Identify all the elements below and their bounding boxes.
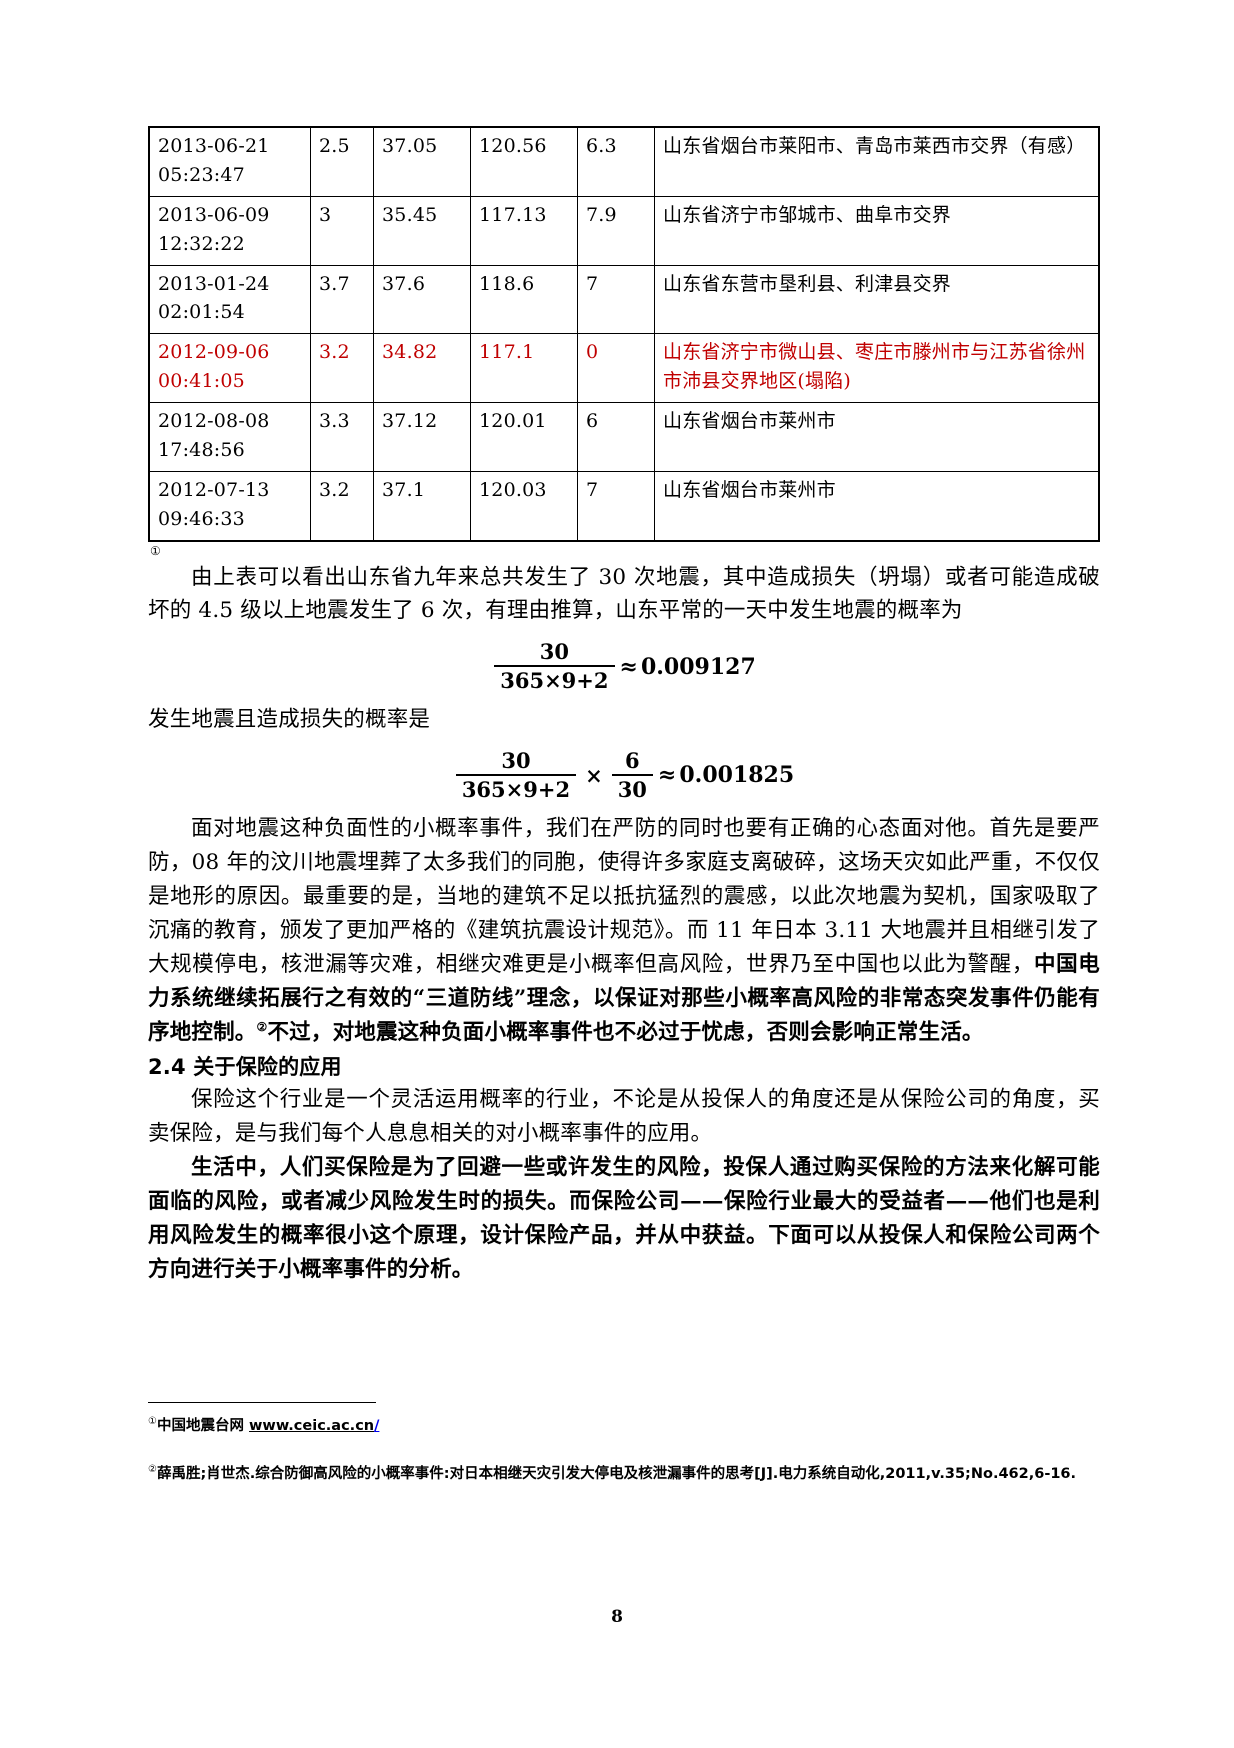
cell-location: 山东省烟台市莱阳市、青岛市莱西市交界（有感） <box>654 126 1100 197</box>
fraction: 30 365×9+2 <box>494 639 615 693</box>
table-row: 2012-08-08 17:48:56 3.3 37.12 120.01 6 山… <box>148 402 1100 472</box>
cell-longitude: 120.56 <box>470 126 578 197</box>
paragraph-earthquake-summary: 由上表可以看出山东省九年来总共发生了 30 次地震，其中造成损失（坍塌）或者可能… <box>148 564 1100 624</box>
cell-datetime: 2013-06-09 12:32:22 <box>148 195 311 266</box>
footnote-item-2: ②薛禹胜;肖世杰.综合防御高风险的小概率事件:对日本相继天灾引发大停电及核泄漏事… <box>148 1457 1128 1491</box>
cell-datetime: 2012-09-06 00:41:05 <box>148 333 311 403</box>
paragraph-insurance-intro: 保险这个行业是一个灵活运用概率的行业，不论是从投保人的角度还是从保险公司的角度，… <box>148 1087 1100 1147</box>
footnote-item-1: ①中国地震台网 www.ceic.ac.cn/ <box>148 1409 1128 1443</box>
formula-daily-probability: 30 365×9+2 ≈ 0.009127 <box>148 640 1100 693</box>
footnote-marker-1: ① <box>148 1416 157 1428</box>
cell-location: 山东省东营市垦利县、利津县交界 <box>654 264 1100 335</box>
table-footnote-marker: ① <box>150 543 161 558</box>
cell-time: 12:32:22 <box>158 232 245 255</box>
footnote-text-1: 中国地震台网 <box>156 1418 250 1434</box>
page-content: 2013-06-21 05:23:47 2.5 37.05 120.56 6.3… <box>148 126 1100 1287</box>
cell-datetime: 2012-08-08 17:48:56 <box>148 402 311 472</box>
fraction-bar <box>494 664 615 667</box>
cell-latitude: 37.6 <box>373 264 471 335</box>
cell-location: 山东省烟台市莱州市 <box>654 470 1100 542</box>
cell-latitude: 37.05 <box>373 126 471 197</box>
cell-latitude: 34.82 <box>373 333 471 403</box>
cell-date: 2012-09-06 <box>158 341 270 364</box>
cell-datetime: 2013-01-24 02:01:54 <box>148 264 311 335</box>
table-row: 2012-07-13 09:46:33 3.2 37.1 120.03 7 山东… <box>148 470 1100 542</box>
fraction-second: 6 30 <box>611 748 653 802</box>
paragraph-text-normal-tail: 不过，对地震这种负面小概率事件也不必过于忧虑，否则会影响正常生活。 <box>267 1019 984 1045</box>
cell-longitude: 117.1 <box>470 333 578 403</box>
cell-depth: 6 <box>577 402 655 472</box>
cell-latitude: 37.1 <box>373 470 471 542</box>
cell-datetime: 2012-07-13 09:46:33 <box>148 470 311 542</box>
cell-magnitude: 3.2 <box>310 333 374 403</box>
fraction-denominator: 365×9+2 <box>500 667 609 693</box>
footnote-link-ceic[interactable]: www.ceic.ac.cn <box>249 1418 375 1434</box>
cell-location: 山东省烟台市莱州市 <box>654 402 1100 472</box>
paragraph-insurance-detail: 生活中，人们买保险是为了回避一些或许发生的风险，投保人通过购买保险的方法来化解可… <box>148 1155 1100 1282</box>
footnote-separator-rule <box>148 1402 376 1403</box>
fraction-numerator: 30 <box>501 748 531 774</box>
cell-depth: 7.9 <box>577 195 655 266</box>
cell-magnitude: 2.5 <box>310 126 374 197</box>
footnotes-section: ①中国地震台网 www.ceic.ac.cn/ ②薛禹胜;肖世杰.综合防御高风险… <box>148 1402 1128 1491</box>
cell-time: 00:41:05 <box>158 370 245 393</box>
cell-magnitude: 3.3 <box>310 402 374 472</box>
page-number: 8 <box>611 1607 623 1627</box>
cell-depth: 6.3 <box>577 126 655 197</box>
approx-sign: ≈ <box>657 762 677 789</box>
cell-time: 05:23:47 <box>158 163 245 186</box>
table-row: 2013-06-21 05:23:47 2.5 37.05 120.56 6.3… <box>148 126 1100 197</box>
footnote-link-slash[interactable]: / <box>374 1418 380 1434</box>
cell-date: 2013-06-09 <box>158 203 270 226</box>
formula-loss-probability: 30 365×9+2 × 6 30 ≈ 0.001825 <box>148 749 1100 802</box>
cell-date: 2012-07-13 <box>158 478 270 501</box>
cell-depth: 7 <box>577 470 655 542</box>
cell-datetime: 2013-06-21 05:23:47 <box>148 126 311 197</box>
cell-latitude: 37.12 <box>373 402 471 472</box>
fraction-numerator: 6 <box>624 748 640 774</box>
fraction-numerator: 30 <box>539 639 569 665</box>
cell-longitude: 120.01 <box>470 402 578 472</box>
cell-time: 17:48:56 <box>158 438 245 461</box>
cell-latitude: 35.45 <box>373 195 471 266</box>
table-body: 2013-06-21 05:23:47 2.5 37.05 120.56 6.3… <box>148 126 1100 542</box>
cell-location: 山东省济宁市邹城市、曲阜市交界 <box>654 195 1100 266</box>
footnote-marker-2: ② <box>148 1464 157 1476</box>
cell-longitude: 117.13 <box>470 195 578 266</box>
fraction-first: 30 365×9+2 <box>455 748 577 802</box>
fraction-denominator: 30 <box>617 776 647 802</box>
cell-time: 02:01:54 <box>158 301 245 324</box>
fraction-bar <box>611 773 653 776</box>
cell-magnitude: 3.7 <box>310 264 374 335</box>
table-row: 2013-06-09 12:32:22 3 35.45 117.13 7.9 山… <box>148 195 1100 266</box>
approx-sign: ≈ <box>619 653 638 680</box>
fraction-bar <box>455 773 577 776</box>
formula-result: 0.001825 <box>679 762 795 789</box>
earthquake-table: 2013-06-21 05:23:47 2.5 37.05 120.56 6.3… <box>148 126 1100 542</box>
cell-magnitude: 3.2 <box>310 470 374 542</box>
cell-time: 09:46:33 <box>158 507 245 530</box>
cell-longitude: 120.03 <box>470 470 578 542</box>
formula-result: 0.009127 <box>640 653 756 680</box>
footnote-text-2: 薛禹胜;肖世杰.综合防御高风险的小概率事件:对日本相继天灾引发大停电及核泄漏事件… <box>156 1466 1077 1483</box>
fraction-denominator: 365×9+2 <box>461 776 571 802</box>
footnote-reference-2: ② <box>256 1019 268 1034</box>
paragraph-text-normal-lead: 面对地震这种负面性的小概率事件，我们在严防的同时也要有正确的心态面对他。首先是要… <box>148 815 1100 977</box>
cell-date: 2012-08-08 <box>158 410 270 432</box>
section-heading-2-4: 2.4 关于保险的应用 <box>148 1054 342 1079</box>
cell-location: 山东省济宁市微山县、枣庄市滕州市与江苏省徐州市沛县交界地区(塌陷) <box>654 333 1100 403</box>
cell-depth: 7 <box>577 264 655 335</box>
multiply-sign: × <box>585 762 603 788</box>
cell-date: 2013-01-24 <box>158 272 270 295</box>
cell-longitude: 118.6 <box>470 264 578 335</box>
table-row-highlighted: 2012-09-06 00:41:05 3.2 34.82 117.1 0 山东… <box>148 333 1100 403</box>
cell-magnitude: 3 <box>310 195 374 266</box>
cell-depth: 0 <box>577 333 655 403</box>
paragraph-earthquake-attitude: 面对地震这种负面性的小概率事件，我们在严防的同时也要有正确的心态面对他。首先是要… <box>148 812 1100 1050</box>
paragraph-text-bold: 中国电力系统继续拓展行之有效的“三道防线”理念，以保证对那些小概率高风险的非常态… <box>148 951 1100 1045</box>
paragraph-loss-probability-lead: 发生地震且造成损失的概率是 <box>148 707 431 733</box>
cell-date: 2013-06-21 <box>158 135 270 157</box>
table-row: 2013-01-24 02:01:54 3.7 37.6 118.6 7 山东省… <box>148 264 1100 335</box>
